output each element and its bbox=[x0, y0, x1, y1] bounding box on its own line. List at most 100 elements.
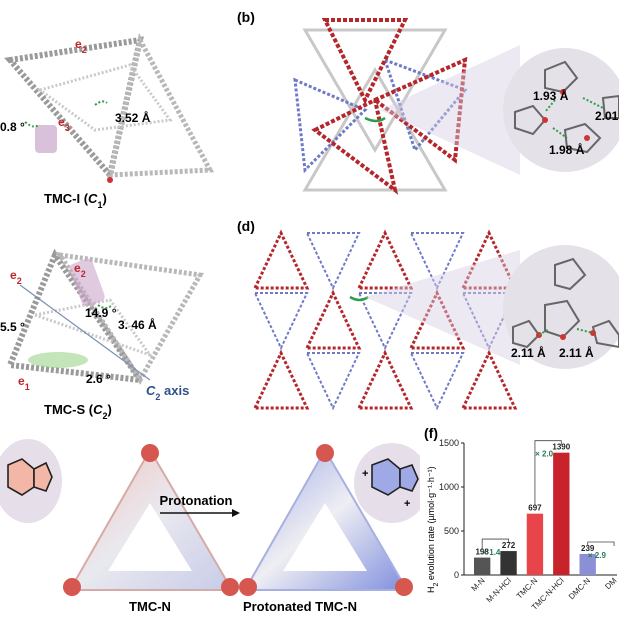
highlight-plane-c bbox=[69, 258, 105, 307]
highlight-plane bbox=[35, 125, 57, 153]
tmc-n-cavity bbox=[108, 503, 192, 571]
bar bbox=[579, 553, 596, 575]
c2-axis-label: C2 axis bbox=[146, 383, 189, 402]
hbond-dashes-b bbox=[544, 97, 604, 139]
lattice-triangle bbox=[460, 229, 518, 290]
tmc-s-caption: TMC-S (C2) bbox=[44, 402, 112, 420]
hbond-1-d: 2.11 Å bbox=[511, 345, 546, 360]
lattice-triangle bbox=[252, 229, 310, 290]
hbond-dashes-d bbox=[538, 328, 594, 336]
bar bbox=[474, 557, 491, 575]
inset-molecule-b bbox=[514, 60, 619, 154]
hbond-2-b: 2.01 bbox=[595, 109, 619, 123]
y-axis-label: H2 evolution rate (µmol·g⁻¹·h⁻¹) bbox=[426, 466, 440, 593]
angle-label: 0.8 ° bbox=[0, 120, 25, 134]
inset-circle-b bbox=[503, 48, 619, 172]
lattice-triangle bbox=[356, 229, 414, 290]
plus-charge-1: + bbox=[362, 468, 368, 480]
lattice-triangle bbox=[305, 232, 361, 291]
e2-label: e2 bbox=[75, 37, 87, 55]
lattice-triangle bbox=[305, 352, 361, 411]
pi-stack-indicator bbox=[94, 100, 108, 106]
lattice-triangle bbox=[461, 292, 517, 351]
panel-b-label: (b) bbox=[237, 9, 255, 25]
angle-2-6: 2.6 ° bbox=[86, 372, 111, 386]
tmc-i-frame-left bbox=[4, 36, 144, 182]
panel-e-esp: TMC-N Protonation Protonated TMC-N + + bbox=[0, 439, 420, 614]
multiplier-bracket bbox=[481, 538, 509, 550]
protonated-cavity bbox=[283, 503, 367, 571]
left-inset-molecule bbox=[7, 458, 53, 496]
multiplier-bracket bbox=[587, 541, 615, 546]
hbond-2-d: 2.11 Å bbox=[559, 345, 594, 360]
panel-b-stacking: (b) 1.93 Å 2.01 1.98 Å bbox=[237, 9, 619, 195]
left-vertex-top bbox=[141, 444, 159, 462]
arrow-head bbox=[232, 509, 240, 517]
panel-d-stacking: (d) 2.11 Å 2.11 Å bbox=[237, 218, 619, 411]
right-vertex-br bbox=[395, 578, 413, 596]
bar-value-label: 239 bbox=[581, 544, 595, 553]
panel-c-structure: e2 e2 e1 14.9 ° 5.5 ° 3. 46 Å 2.6 ° C2 a… bbox=[0, 248, 204, 420]
distance-3-46: 3. 46 Å bbox=[118, 317, 157, 332]
distance-label: 3.52 Å bbox=[115, 110, 151, 125]
c2-axis-line bbox=[19, 284, 151, 381]
grey-lattice bbox=[302, 28, 448, 192]
panel-f-chart: (f) H2 evolution rate (µmol·g⁻¹·h⁻¹) 050… bbox=[424, 425, 619, 612]
e1-label-c: e1 bbox=[18, 374, 30, 392]
hbond-center-d bbox=[349, 295, 369, 302]
tmc-n-label: TMC-N bbox=[129, 599, 171, 614]
category-label: M-N bbox=[470, 576, 487, 593]
e3-label: e3 bbox=[58, 115, 70, 133]
e2-label-c: e2 bbox=[74, 261, 86, 279]
panel-f-label: (f) bbox=[424, 425, 438, 441]
multiplier-bracket bbox=[534, 440, 562, 506]
bar bbox=[526, 513, 544, 575]
tmc-i-caption: TMC-I (C1) bbox=[44, 191, 107, 210]
blue-frames bbox=[293, 57, 468, 174]
angle-arc bbox=[24, 121, 40, 128]
category-label: TMC-N bbox=[515, 576, 540, 601]
bar bbox=[553, 452, 570, 575]
lattice-triangle bbox=[357, 292, 413, 351]
category-label: DMC-N bbox=[567, 576, 592, 601]
chart-bars: 198M-N272M-N-HCl697TMC-N1390TMC-N-HCl239… bbox=[470, 440, 619, 612]
zoom-cone bbox=[380, 45, 520, 175]
y-tick-label: 0 bbox=[454, 570, 459, 580]
y-tick-label: 1000 bbox=[439, 482, 459, 492]
lattice-triangle bbox=[253, 292, 309, 351]
triangle-rows bbox=[252, 229, 518, 411]
lattice-triangle bbox=[408, 289, 466, 350]
bar-value-label: 272 bbox=[502, 541, 516, 550]
plus-charge-2: + bbox=[404, 498, 410, 510]
zoom-cone-d bbox=[365, 250, 520, 365]
multiplier-label: × 2.0 bbox=[535, 450, 554, 459]
e2-label-c-left: e2 bbox=[10, 268, 22, 286]
panel-a-structure: e2 e3 0.8 ° 3.52 Å TMC-I (C1) bbox=[0, 32, 215, 210]
angle-5-5: 5.5 ° bbox=[0, 320, 25, 334]
hbond-center bbox=[364, 116, 386, 123]
tmc-i-frame-right bbox=[106, 32, 215, 178]
tmc-s-inner bbox=[29, 298, 155, 358]
lattice-triangle bbox=[409, 232, 465, 291]
bar bbox=[500, 551, 517, 575]
bar-value-label: 1390 bbox=[552, 443, 570, 452]
protonation-label: Protonation bbox=[160, 493, 233, 508]
lattice-triangle bbox=[252, 349, 310, 410]
left-vertex-br bbox=[221, 578, 239, 596]
green-overlap bbox=[28, 352, 88, 368]
lattice-triangle bbox=[460, 349, 518, 410]
atom-red bbox=[107, 177, 113, 183]
multiplier-label: × 2.9 bbox=[588, 551, 607, 560]
bar-value-label: 198 bbox=[475, 548, 489, 557]
panel-d-label: (d) bbox=[237, 218, 255, 234]
tmc-i-inner bbox=[36, 63, 173, 132]
category-label: M-N-HCl bbox=[485, 576, 514, 605]
right-vertex-bl bbox=[239, 578, 257, 596]
inset-circle-d bbox=[503, 245, 619, 369]
lattice-triangle bbox=[356, 349, 414, 410]
angle-arc-c bbox=[97, 304, 113, 309]
lattice-triangle bbox=[409, 352, 465, 411]
left-vertex-bl bbox=[63, 578, 81, 596]
tmc-s-frame-right bbox=[54, 251, 204, 385]
category-label: DM bbox=[603, 576, 618, 591]
